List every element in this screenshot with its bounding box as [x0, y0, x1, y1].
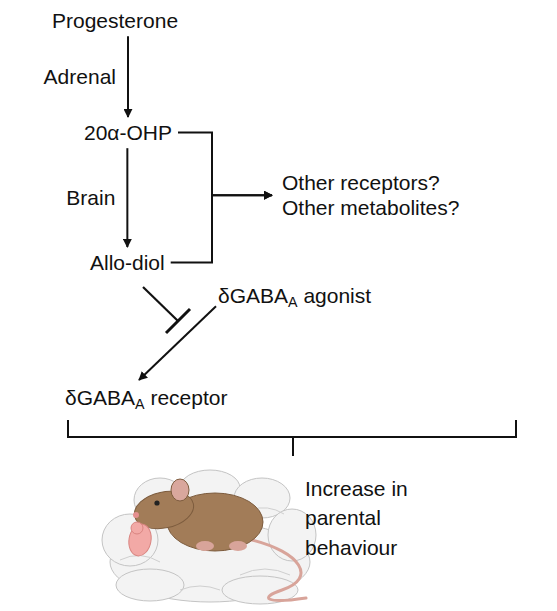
text-run: receptor: [145, 386, 228, 409]
node-label: δGABAA agonist: [218, 283, 371, 308]
text-run: δGABA: [218, 284, 288, 307]
node-label: 20α-OHP: [84, 120, 172, 145]
nest-tuft: [116, 569, 184, 601]
node-label: Increase in parental behaviour: [305, 474, 435, 562]
text-node: δGABAA agonist: [218, 283, 371, 308]
inhibition-bar: [166, 309, 190, 333]
text-node: Allo-diol: [90, 250, 165, 275]
text-node: δGABAA receptor: [65, 385, 227, 410]
text-run: agonist: [298, 284, 372, 307]
bracket: [68, 420, 516, 456]
node-label: Progesterone: [52, 8, 178, 33]
mouse-illustration: [102, 470, 316, 604]
mouse-ear: [171, 479, 189, 501]
text-node: Progesterone: [52, 8, 178, 33]
arrow-connector: [126, 148, 128, 247]
inhibition-line: [143, 287, 178, 321]
node-label: Allo-diol: [90, 250, 165, 275]
inhibition-symbol: [143, 287, 190, 333]
text-node: 20α-OHP: [84, 120, 172, 145]
text-node: Increase in parental behaviour: [305, 474, 435, 562]
arrow-connector: [127, 36, 129, 117]
mouse-eye: [154, 500, 159, 505]
mouse-nose: [133, 512, 139, 518]
node-label: δGABAA receptor: [65, 385, 227, 410]
node-label: Other receptors? Other metabolites?: [282, 170, 477, 220]
arrow-connector: [178, 133, 272, 196]
arrow-connector: [171, 195, 272, 262]
pup-head: [131, 522, 143, 534]
text-run: δGABA: [65, 386, 135, 409]
pup: [126, 522, 153, 557]
text-node: Other receptors? Other metabolites?: [282, 170, 477, 220]
subscript: A: [135, 396, 145, 412]
mouse-foot: [229, 541, 247, 551]
mouse-tail: [252, 540, 306, 600]
arrow-connector: [139, 306, 216, 380]
mouse-foot: [196, 541, 214, 551]
edge-label: Brain: [66, 185, 115, 210]
subscript: A: [288, 294, 298, 310]
edge-label: Adrenal: [44, 64, 116, 89]
nest: [102, 470, 316, 604]
